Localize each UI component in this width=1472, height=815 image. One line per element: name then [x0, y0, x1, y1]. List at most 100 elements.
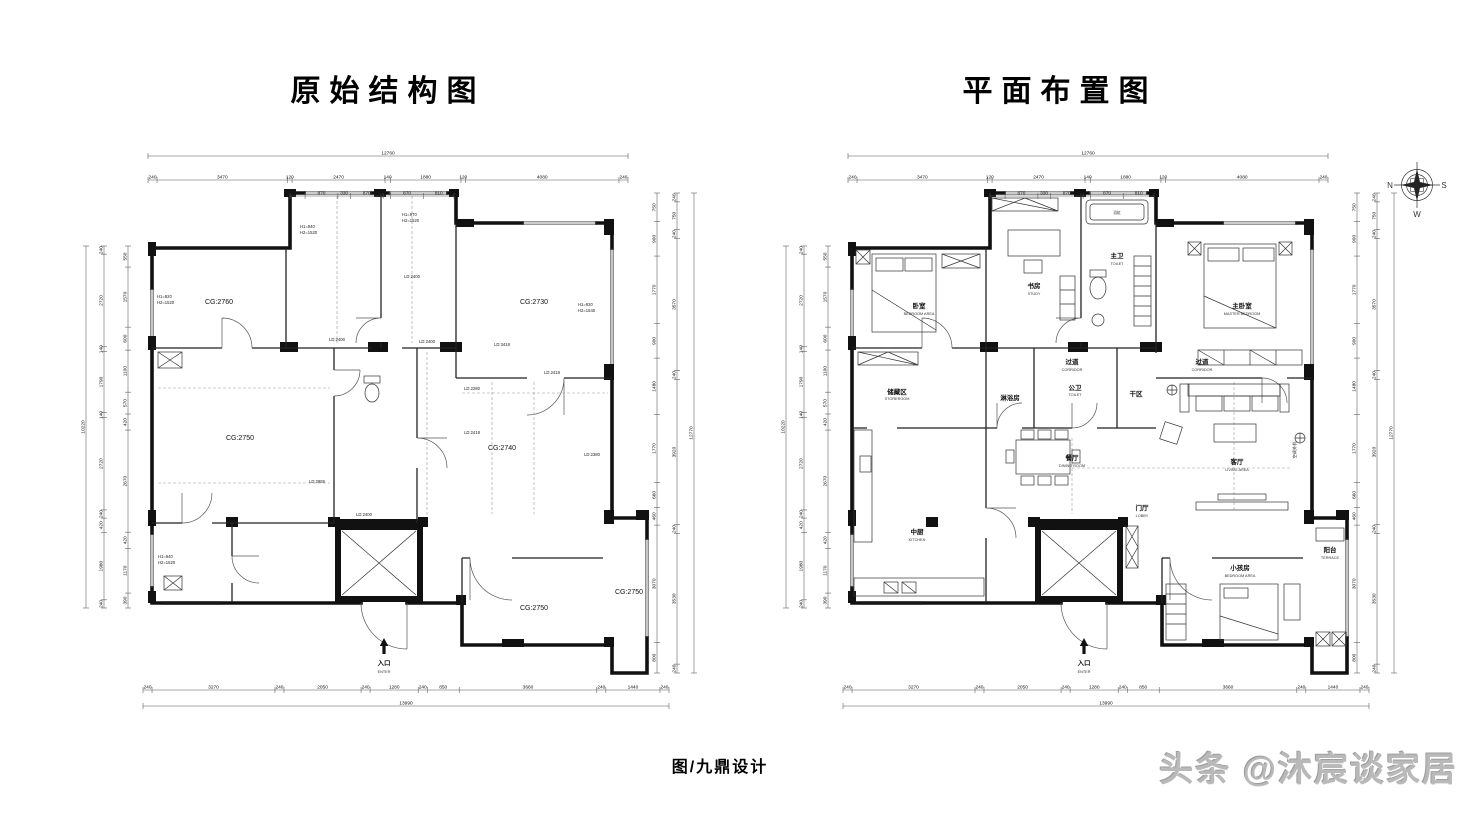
room-label-en: DINING ROOM [1059, 464, 1085, 468]
svg-text:3270: 3270 [908, 685, 919, 691]
svg-text:1770: 1770 [652, 284, 658, 295]
ld-label: LD:2400 [329, 337, 346, 342]
bathtub-label: 浴缸 [1113, 210, 1121, 215]
svg-text:240: 240 [849, 175, 857, 181]
svg-text:3470: 3470 [917, 175, 928, 181]
room-label-en: KITCHEN [909, 538, 926, 542]
master-bedroom-furniture [1187, 241, 1303, 366]
svg-text:1170: 1170 [823, 565, 829, 576]
svg-text:420: 420 [799, 521, 805, 529]
svg-text:1170: 1170 [123, 565, 129, 576]
svg-text:400: 400 [994, 191, 1002, 197]
svg-text:240: 240 [1372, 664, 1378, 672]
window-note: H1=970 [402, 212, 417, 217]
svg-text:600: 600 [823, 334, 829, 342]
svg-text:140: 140 [99, 411, 105, 419]
compass-rose: N S W [1387, 162, 1447, 219]
svg-text:240: 240 [99, 246, 105, 254]
svg-text:240: 240 [672, 371, 678, 379]
entry-label-zh: 入口 [1077, 659, 1091, 667]
svg-text:120: 120 [1159, 175, 1167, 181]
svg-text:1770: 1770 [1352, 443, 1358, 454]
ld-label: LD:2418 [464, 430, 481, 435]
window-note: H1=920 [578, 302, 593, 307]
svg-text:240: 240 [660, 685, 668, 691]
interior-walls [852, 193, 1312, 603]
dim-chain: 12760 [147, 151, 629, 159]
window-note: H2=1520 [158, 560, 176, 565]
svg-text:12760: 12760 [1081, 151, 1095, 157]
room-label-zh: 公卫 [1069, 384, 1083, 392]
svg-text:240: 240 [1297, 685, 1305, 691]
svg-text:240: 240 [844, 685, 852, 691]
ac-unit-label: 空调外机 [1291, 441, 1298, 459]
ld-label: LD:2985 [309, 479, 326, 484]
svg-text:140: 140 [384, 175, 392, 181]
svg-text:12770: 12770 [1389, 426, 1395, 440]
terrace-appliances [1315, 527, 1347, 647]
svg-text:1880: 1880 [1120, 175, 1131, 181]
svg-text:1770: 1770 [652, 443, 658, 454]
ld-label: LD:2400 [404, 274, 421, 279]
svg-text:870: 870 [1103, 191, 1111, 197]
interior-walls [152, 193, 612, 603]
svg-text:3570: 3570 [1372, 299, 1378, 310]
room-label-zh: 干区 [1130, 390, 1144, 398]
svg-text:240: 240 [149, 175, 157, 181]
living-furniture [1159, 383, 1306, 511]
right-plan-title: 平面布置图 [962, 75, 1158, 108]
svg-text:240: 240 [144, 685, 152, 691]
svg-text:200: 200 [383, 191, 391, 197]
svg-text:4080: 4080 [537, 175, 548, 181]
svg-text:1570: 1570 [823, 291, 829, 302]
kids-room-furniture [1165, 583, 1301, 641]
svg-text:850: 850 [439, 685, 447, 691]
svg-text:390: 390 [823, 596, 829, 604]
svg-text:1880: 1880 [420, 175, 431, 181]
ld-label: LD:2400 [419, 339, 436, 344]
room-label-en: TOILET [1110, 262, 1124, 266]
svg-text:900: 900 [1352, 337, 1358, 345]
svg-text:900: 900 [652, 235, 658, 243]
svg-text:200: 200 [1083, 191, 1091, 197]
lobby-cabinet [1125, 525, 1139, 569]
svg-text:120: 120 [459, 175, 467, 181]
svg-text:140: 140 [799, 411, 805, 419]
ld-label: LD:2400 [356, 512, 373, 517]
svg-text:870: 870 [317, 191, 325, 197]
compass-w-label: W [1413, 210, 1421, 219]
svg-text:240: 240 [597, 685, 605, 691]
room-label-zh: 主卫 [1111, 251, 1125, 260]
ld-label: LD:2280 [464, 386, 481, 391]
room-label-en: TERRACE [1321, 556, 1340, 560]
svg-text:240: 240 [672, 525, 678, 533]
furnished-layout-plan: 卧室 BEDROOM AREA 书房 STUDY 主卫 TOILET 浴缸 主卧… [781, 151, 1447, 709]
svg-text:2050: 2050 [1017, 685, 1028, 691]
svg-text:2470: 2470 [1033, 175, 1044, 181]
svg-text:1280: 1280 [389, 685, 400, 691]
svg-text:420: 420 [823, 418, 829, 426]
svg-text:1100: 1100 [823, 366, 829, 377]
entry-label-zh: 入口 [377, 659, 391, 667]
svg-text:13990: 13990 [1099, 701, 1113, 707]
svg-text:1440: 1440 [1328, 685, 1339, 691]
svg-text:240: 240 [672, 664, 678, 672]
svg-text:13990: 13990 [399, 701, 413, 707]
svg-text:240: 240 [619, 175, 627, 181]
svg-text:240: 240 [1319, 175, 1327, 181]
svg-text:390: 390 [123, 596, 129, 604]
svg-text:460: 460 [1352, 512, 1358, 520]
svg-text:750: 750 [1352, 203, 1358, 211]
original-structure-plan: CG:2760 CG:2730 CG:2750 CG:2740 CG:2750 … [81, 151, 697, 709]
svg-text:1480: 1480 [652, 381, 658, 392]
room-label-en: LIVING AREA [1225, 468, 1249, 472]
svg-text:240: 240 [1372, 371, 1378, 379]
window-note: H2=1520 [157, 300, 175, 305]
svg-text:870: 870 [403, 191, 411, 197]
svg-text:240: 240 [799, 246, 805, 254]
